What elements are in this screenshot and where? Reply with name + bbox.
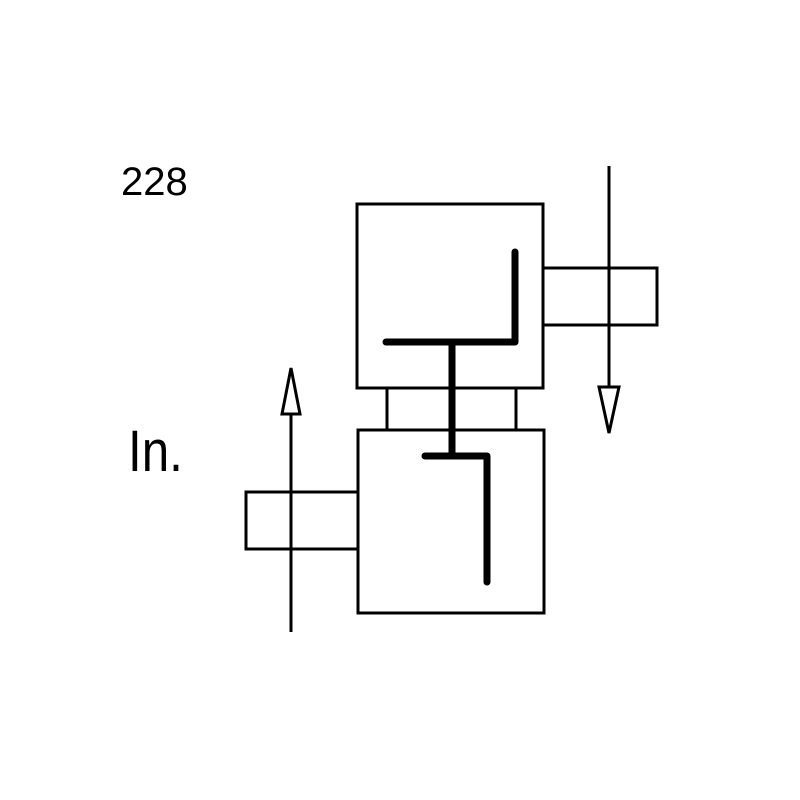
output-shaft-housing <box>541 266 659 327</box>
input-arrow <box>280 367 302 632</box>
figure-number: 228 <box>121 160 188 204</box>
upper-bevel-gear <box>382 248 519 346</box>
input-shaft-housing <box>244 490 360 551</box>
arrow-up-icon <box>280 367 302 416</box>
input-label: In. <box>128 419 183 484</box>
arrow-down-icon <box>597 385 621 434</box>
output-arrow <box>597 166 621 434</box>
lower-bevel-gear <box>421 452 491 586</box>
